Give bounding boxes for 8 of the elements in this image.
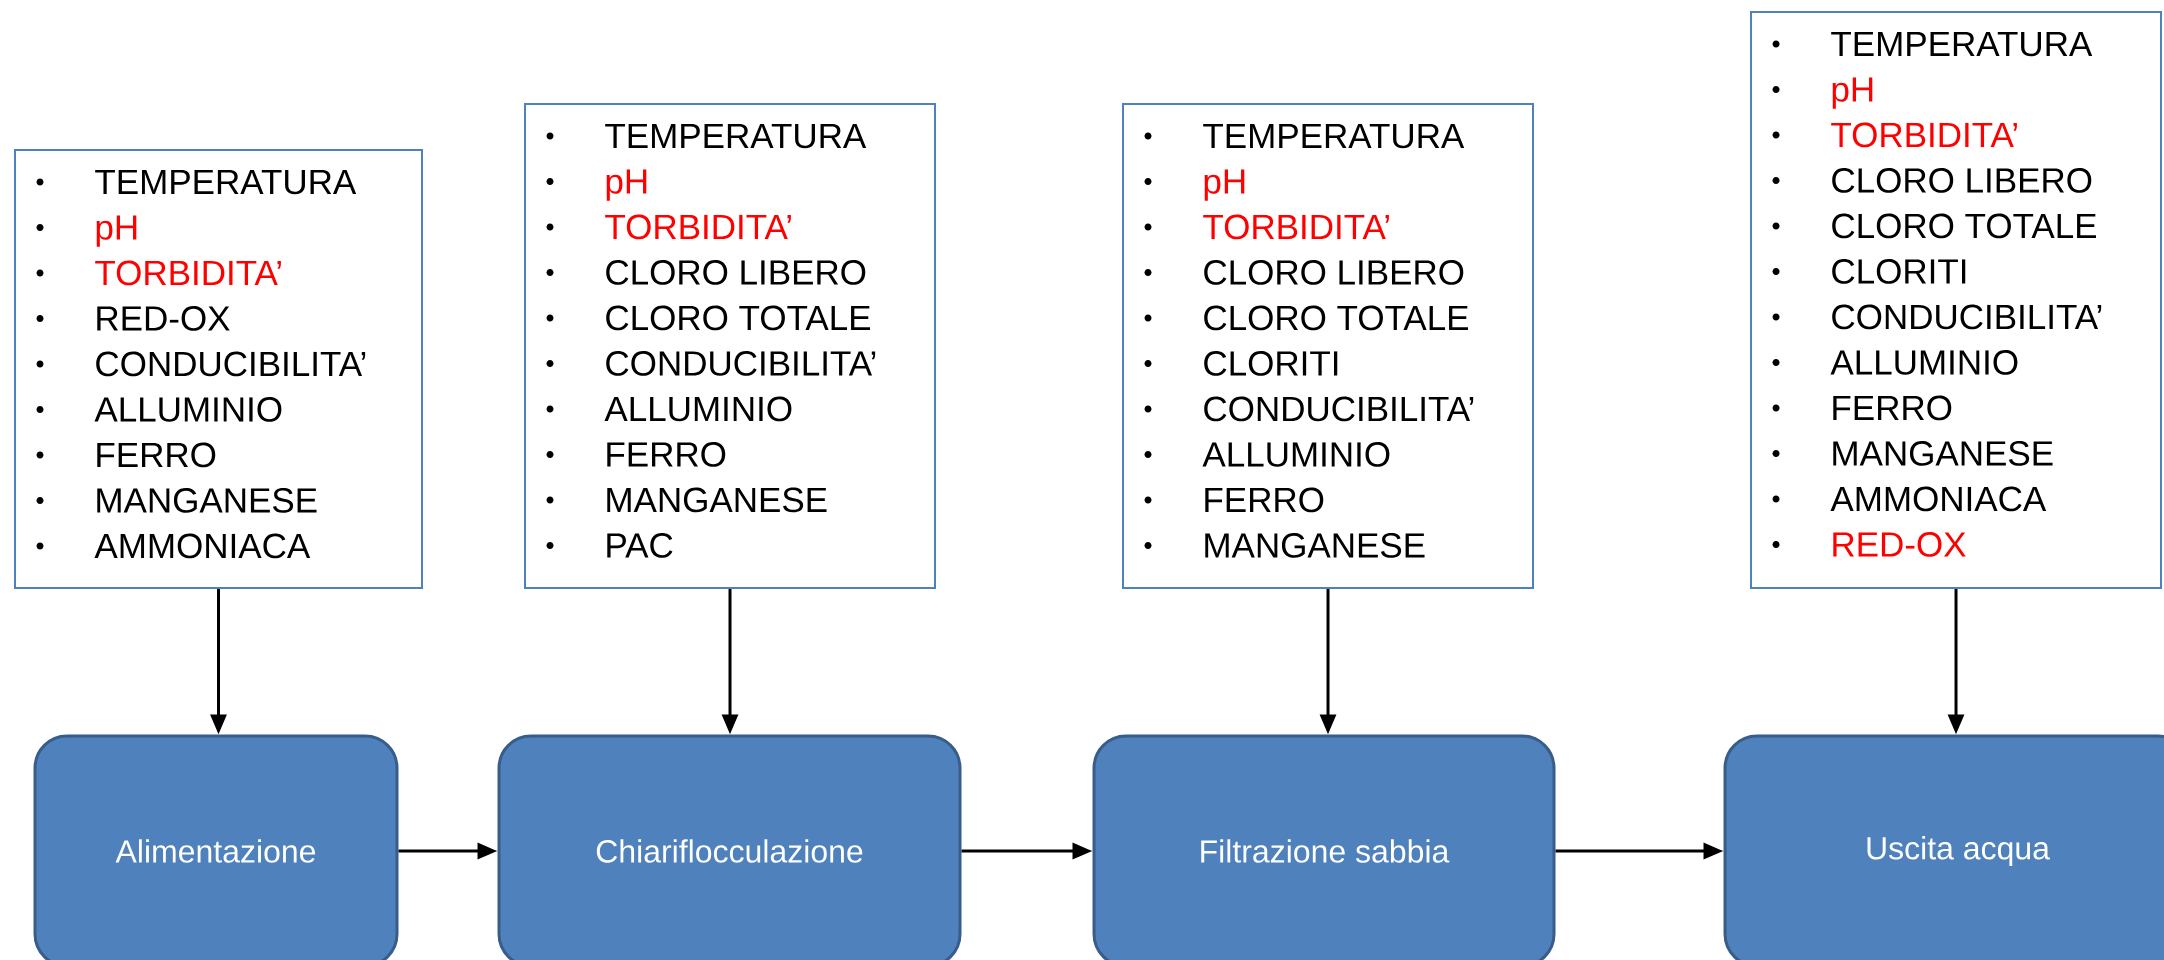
- list-box: TEMPERATURA pH TORBIDITA’ CLORO LIBERO CLORO TOTALE CONDUCIBILITA’ ALLUMINIO FERRO MANGANESE PAC: [524, 103, 936, 589]
- list-box: TEMPERATURA pH TORBIDITA’ RED-OX CONDUCIBILITA’ ALLUMINIO FERRO MANGANESE AMMONIACA: [14, 149, 423, 589]
- process-box: Chiariflocculazione: [497, 734, 962, 960]
- list-box: TEMPERATURA pH TORBIDITA’ CLORO LIBERO CLORO TOTALE CLORITI CONDUCIBILITA’ ALLUMINIO FERRO MANGANESE: [1122, 103, 1534, 589]
- process-box: Alimentazione: [33, 734, 399, 960]
- process-box: Uscita acqua: [1723, 734, 2164, 960]
- process-box: Filtrazione sabbia: [1092, 734, 1556, 960]
- list-box: TEMPERATURA pH TORBIDITA’ CLORO LIBERO CLORO TOTALE CLORITI CONDUCIBILITA’ ALLUMINIO FERRO MANGANESE AMMONIACA RED-OX: [1750, 11, 2162, 589]
